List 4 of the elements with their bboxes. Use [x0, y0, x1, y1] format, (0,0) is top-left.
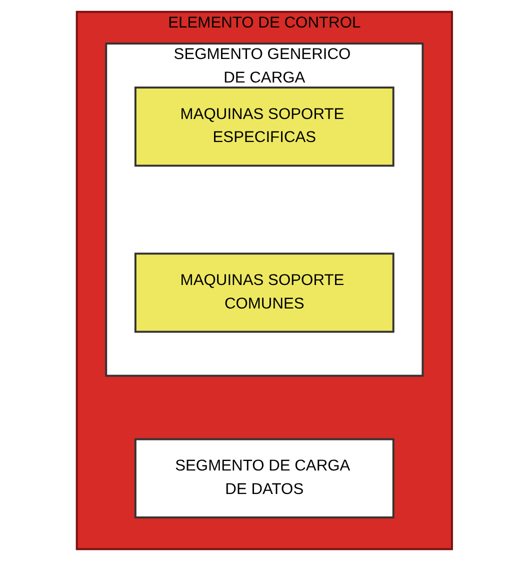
node-box [134, 438, 394, 518]
node-box [134, 86, 394, 167]
cluster [105, 42, 424, 377]
node-box [134, 252, 394, 333]
